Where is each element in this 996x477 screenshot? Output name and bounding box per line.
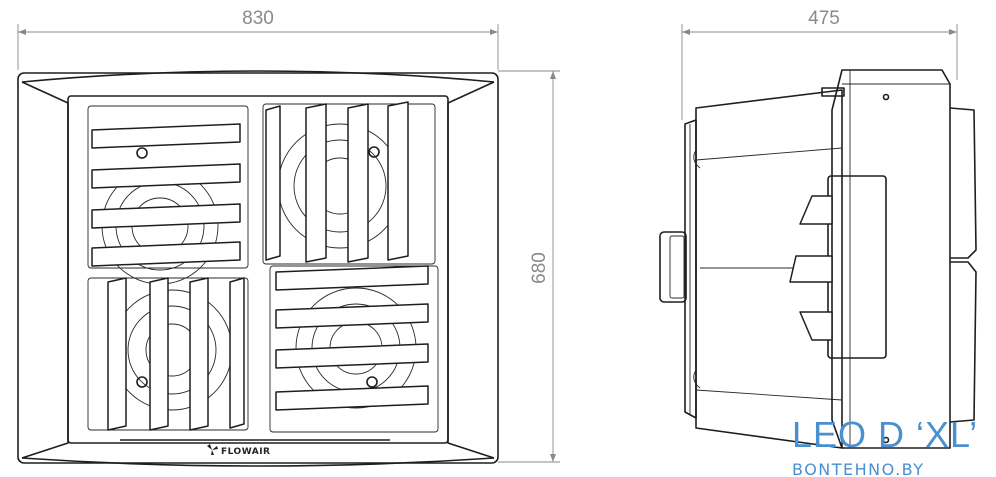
quadrant-top-left	[87, 105, 249, 269]
front-width-label: 830	[242, 8, 274, 29]
front-width-dimension: 830	[17, 8, 499, 70]
front-view: FLOWAIR	[17, 70, 499, 467]
side-depth-dimension: 475	[681, 8, 958, 120]
front-housing	[17, 72, 499, 464]
louvers-top-left	[91, 123, 241, 267]
motor-housing	[659, 231, 687, 303]
bevel-right	[447, 81, 495, 459]
height-label: 680	[529, 252, 550, 284]
fan-logo-icon	[207, 444, 218, 455]
louver-box	[827, 175, 887, 359]
side-depth-label: 475	[808, 8, 840, 29]
louvers-top-right	[265, 101, 409, 263]
brand-name: FLOWAIR	[221, 447, 270, 457]
quadrant-top-right	[262, 103, 436, 265]
title-block: LEO D ‘XL’ BONTEHNO.BY	[792, 414, 978, 477]
model-title: LEO D ‘XL’	[792, 414, 978, 455]
louvers-bottom-right	[275, 265, 429, 411]
quadrant-bottom-right	[269, 265, 439, 433]
rear-duct-lower	[949, 261, 977, 423]
rear-duct-upper	[949, 107, 977, 259]
front-cover	[831, 69, 951, 449]
bevel-left	[21, 81, 69, 459]
brand-logo: FLOWAIR	[207, 444, 270, 457]
website-label: BONTEHNO.BY	[792, 460, 925, 477]
louvers-bottom-left	[107, 277, 245, 431]
height-dimension: 680	[498, 70, 560, 463]
side-view	[659, 69, 977, 449]
